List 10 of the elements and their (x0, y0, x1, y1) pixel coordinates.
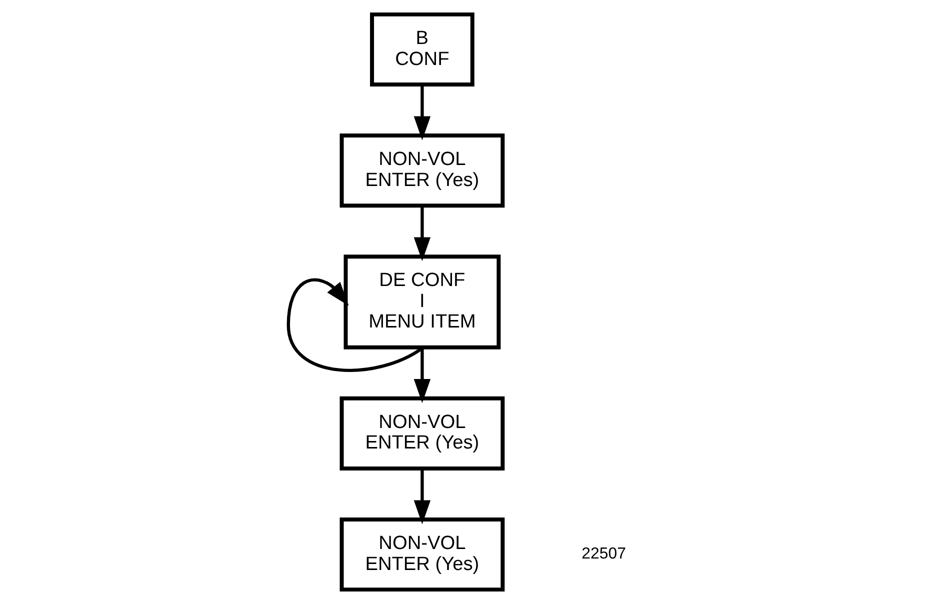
label: 22507 (582, 545, 626, 562)
arrow (414, 468, 431, 524)
arrow (414, 84, 431, 140)
node-box: NON-VOL ENTER (Yes) (340, 134, 505, 208)
node-box: NON-VOL ENTER (Yes) (340, 517, 505, 592)
arrow (414, 348, 431, 403)
node-box: NON-VOL ENTER (Yes) (340, 396, 505, 470)
node-box: B CONF (370, 12, 474, 87)
arrow (414, 206, 431, 262)
node-box: DE CONF I MENU ITEM (344, 254, 501, 350)
